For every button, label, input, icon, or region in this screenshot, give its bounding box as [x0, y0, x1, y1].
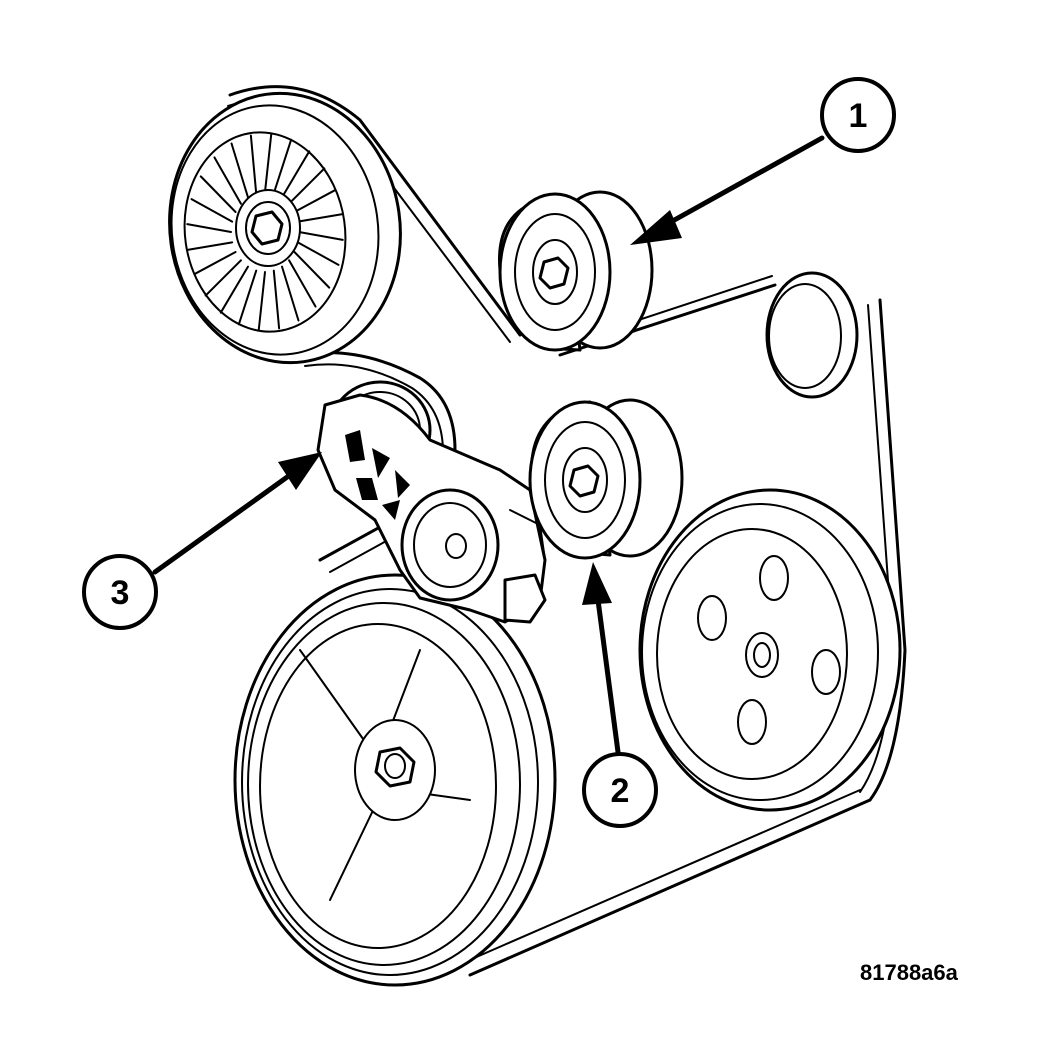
callout-label-2: 2 — [611, 772, 630, 810]
belt-tensioner — [316, 380, 547, 624]
fan-pulley-spoke — [296, 241, 340, 266]
fan-pulley — [168, 91, 402, 365]
fan-pulley-spoke — [193, 251, 237, 276]
arrowhead-2 — [582, 562, 612, 605]
fan-pulley-spoke — [213, 156, 242, 205]
fan-pulley-spoke — [293, 251, 331, 289]
idler-pulley-upper-bolt — [538, 256, 570, 290]
fan-pulley-spoke — [293, 188, 337, 213]
fan-pulley-spoke — [249, 134, 258, 195]
leader-arrows — [152, 135, 825, 755]
arrowhead-3 — [278, 452, 322, 490]
fan-pulley-spoke — [219, 265, 249, 314]
fan-pulley-spoke — [257, 271, 266, 331]
leader-arrow-3 — [152, 472, 293, 575]
arrowhead-1 — [630, 210, 682, 245]
water-pump-pulley — [638, 488, 902, 812]
upper-right-pulley — [765, 271, 859, 399]
leader-arrow-2 — [595, 597, 621, 755]
fan-pulley-spoke — [187, 241, 234, 251]
idler-pulley-lower — [528, 398, 684, 560]
fan-pulley-spoke — [186, 223, 232, 233]
fan-pulley-spoke — [230, 142, 249, 199]
fan-pulley-spoke — [281, 150, 311, 199]
crankshaft-pulley-bolt — [374, 746, 416, 788]
callout-label-3: 3 — [111, 574, 130, 612]
fan-pulley-spoke — [288, 259, 317, 308]
crankshaft-pulley — [233, 573, 557, 987]
callout-1: 1 — [820, 77, 896, 153]
fan-pulley-spoke — [199, 175, 237, 213]
idler-pulley-upper — [498, 190, 654, 352]
fan-pulley-spoke — [288, 167, 326, 205]
callout-label-1: 1 — [849, 97, 868, 135]
figure-id: 81788a6a — [860, 960, 958, 985]
fan-pulley-spoke — [296, 213, 343, 223]
callout-2: 2 — [582, 752, 658, 828]
fan-pulley-spoke — [272, 269, 281, 330]
fan-pulley-spoke — [272, 138, 293, 195]
fan-pulley-bolt — [250, 210, 284, 246]
idler-pulley-lower-bolt — [568, 464, 600, 498]
fan-pulley-spoke — [264, 133, 273, 193]
callout-3: 3 — [82, 554, 158, 630]
fan-pulley-spoke — [190, 198, 234, 223]
fan-pulley-spokes — [186, 133, 344, 331]
fan-pulley-spoke — [204, 259, 242, 297]
fan-pulley-spoke — [281, 265, 300, 322]
leader-arrow-1 — [657, 135, 825, 231]
fan-pulley-spoke — [237, 269, 258, 326]
fan-pulley-spoke — [298, 231, 344, 241]
